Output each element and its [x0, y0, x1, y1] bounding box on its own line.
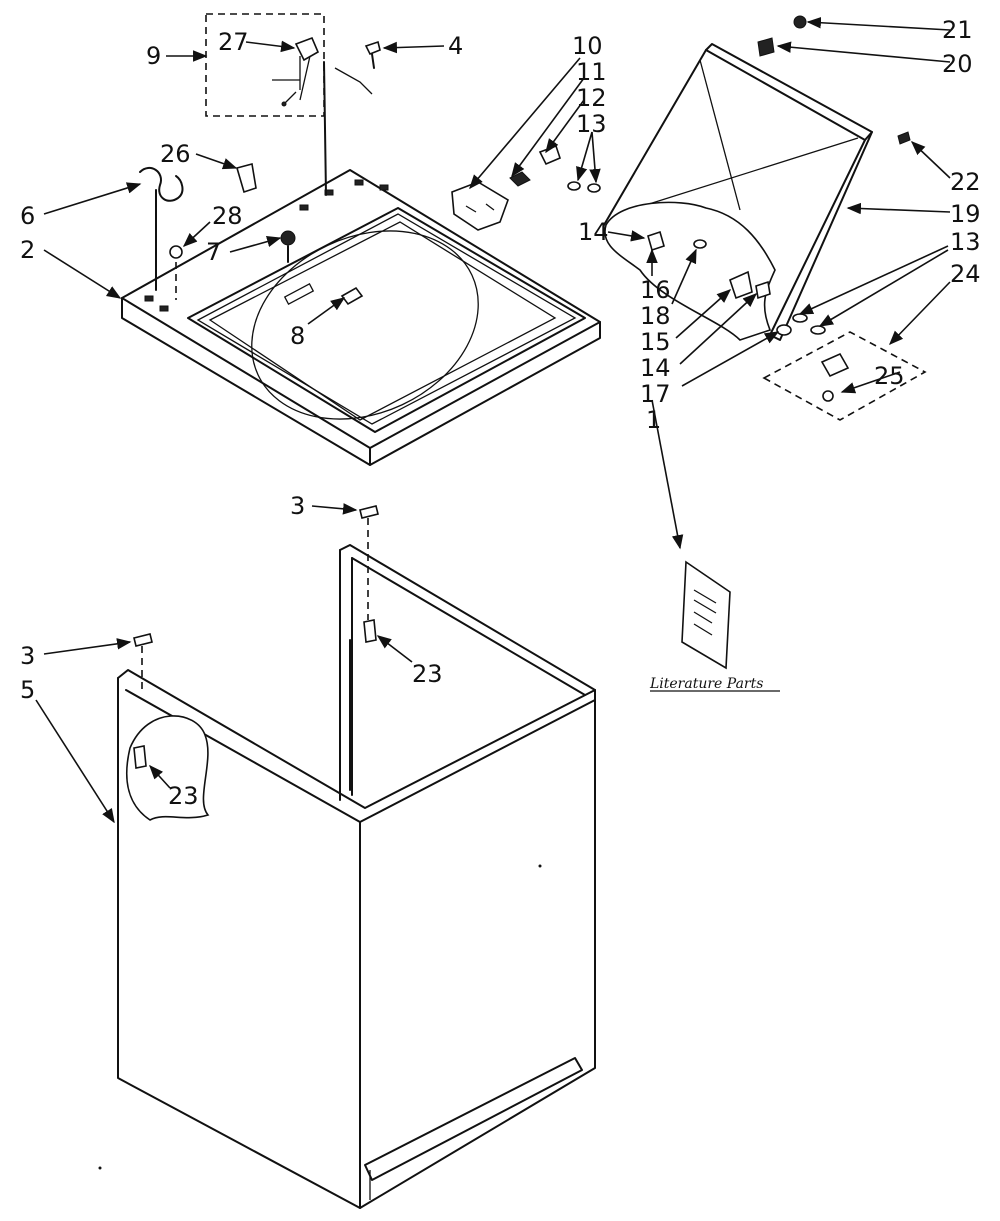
callout-4: 4 — [448, 32, 463, 60]
part-21-cap — [793, 15, 807, 29]
callout-17: 17 — [640, 380, 671, 408]
callout-20: 20 — [942, 50, 973, 78]
callout-23-lower: 23 — [168, 782, 199, 810]
part-23-screw-lower — [133, 745, 147, 769]
part-24-panel — [762, 331, 927, 421]
cabinet — [98, 544, 596, 1209]
part-22-screw — [897, 131, 911, 145]
part-10-lid-switch — [451, 181, 509, 231]
washer-top — [121, 169, 601, 466]
part-8-latch — [340, 286, 364, 306]
callout-21: 21 — [942, 16, 973, 44]
callout-11: 11 — [576, 58, 607, 86]
part-13-screws-upper — [567, 181, 601, 193]
part-25-washer — [822, 390, 834, 402]
callout-23-upper: 23 — [412, 660, 443, 688]
callout-12: 12 — [576, 84, 607, 112]
part-6-wire — [139, 166, 184, 291]
callout-24: 24 — [950, 260, 981, 288]
part-1-literature-booklet — [681, 560, 731, 670]
part-3-screw-upper — [359, 505, 379, 620]
part-24-bracket — [820, 352, 850, 378]
callout-28: 28 — [212, 202, 243, 230]
part-27-switch — [272, 36, 373, 196]
callout-2: 2 — [20, 236, 35, 264]
callout-15: 15 — [640, 328, 671, 356]
part-4-screw — [364, 40, 381, 69]
callout-10: 10 — [572, 32, 603, 60]
part-28-nut — [169, 245, 183, 300]
callout-labels: 21 20 27 4 9 10 11 12 13 26 22 19 6 28 1… — [20, 16, 981, 810]
callout-18: 18 — [640, 302, 671, 330]
part-12-hinge — [538, 144, 561, 166]
callout-7: 7 — [206, 238, 221, 266]
callout-1: 1 — [646, 406, 661, 434]
part-7-plug — [280, 230, 296, 263]
part-20-nut — [757, 37, 775, 57]
callout-8: 8 — [290, 322, 305, 350]
callout-6: 6 — [20, 202, 35, 230]
callout-14-upper: 14 — [578, 218, 609, 246]
callout-3-lower: 3 — [20, 642, 35, 670]
callout-26: 26 — [160, 140, 191, 168]
callout-16: 16 — [640, 276, 671, 304]
callout-3-upper: 3 — [290, 492, 305, 520]
part-3-screw-lower — [133, 633, 153, 690]
callout-5: 5 — [20, 676, 35, 704]
part-26-clip — [236, 163, 257, 194]
callout-19: 19 — [950, 200, 981, 228]
hinge-parts — [647, 230, 826, 336]
callout-9: 9 — [146, 42, 161, 70]
callout-13-lower: 13 — [950, 228, 981, 256]
callout-14-lower: 14 — [640, 354, 671, 382]
callout-27: 27 — [218, 28, 249, 56]
literature-parts-label: Literature Parts — [649, 676, 763, 692]
callout-22: 22 — [950, 168, 981, 196]
part-23-screw-upper — [363, 619, 377, 643]
callout-25: 25 — [874, 362, 905, 390]
callout-13-upper: 13 — [576, 110, 607, 138]
leader-lines — [35, 16, 951, 824]
